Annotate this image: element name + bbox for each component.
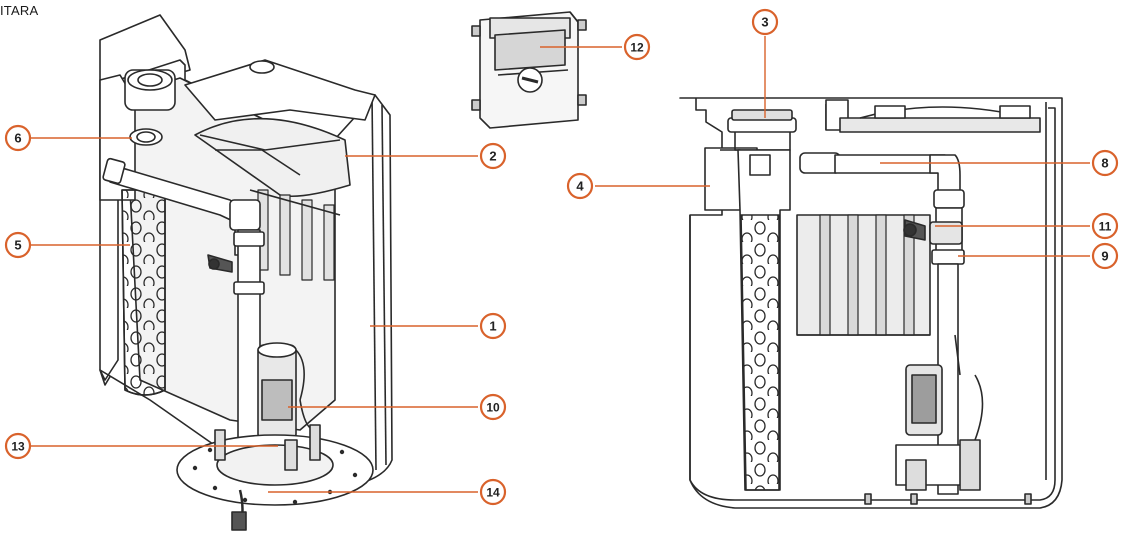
callout-2: 2 — [479, 142, 507, 170]
discharge-pipe-section — [834, 154, 946, 174]
callout-badges: 1 2 3 4 5 6 8 — [4, 8, 1119, 506]
callout-5: 5 — [4, 231, 32, 259]
callout-13: 13 — [4, 432, 32, 460]
right-section-view — [679, 97, 1063, 509]
callout-6: 6 — [4, 124, 32, 152]
callout-11: 11 — [1091, 212, 1119, 240]
callout-label: 1 — [489, 319, 496, 334]
callout-label: 11 — [1099, 220, 1112, 234]
top-cover — [184, 59, 376, 121]
left-cutaway-view — [99, 14, 393, 531]
callout-8: 8 — [1091, 149, 1119, 177]
callout-1: 1 — [479, 312, 507, 340]
product-title: ITARA — [0, 3, 39, 18]
callout-label: 4 — [576, 179, 584, 194]
callout-3: 3 — [751, 8, 779, 36]
callout-label: 6 — [14, 131, 21, 146]
callout-label: 8 — [1101, 156, 1108, 171]
callout-label: 3 — [761, 15, 768, 30]
callout-4: 4 — [566, 172, 594, 200]
callout-label: 9 — [1101, 249, 1108, 264]
callout-10: 10 — [479, 393, 507, 421]
perforated-tube-section — [740, 214, 780, 491]
callout-label: 2 — [489, 149, 496, 164]
callout-label: 13 — [11, 440, 25, 454]
control-box — [471, 11, 587, 129]
callout-9: 9 — [1091, 242, 1119, 270]
callout-leader-lines — [30, 36, 1090, 493]
callout-label: 12 — [630, 41, 644, 55]
callout-label: 10 — [486, 401, 500, 415]
callout-label: 5 — [14, 238, 21, 253]
callout-12: 12 — [623, 33, 651, 61]
callout-14: 14 — [479, 478, 507, 506]
callout-label: 14 — [486, 486, 500, 500]
perforated-filter-tube — [121, 189, 166, 396]
